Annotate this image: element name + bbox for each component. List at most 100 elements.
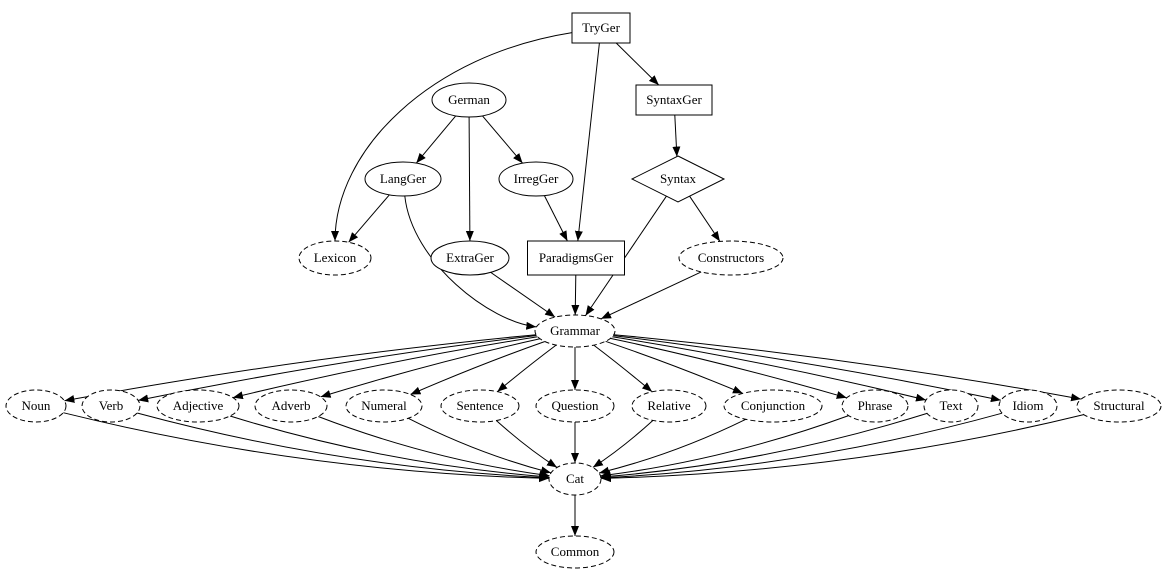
node-label-Idiom: Idiom — [1012, 398, 1043, 413]
node-shape-SyntaxGer — [635, 84, 713, 116]
edge-Constructors-Grammar — [600, 271, 702, 320]
node-label-Question: Question — [552, 398, 599, 413]
node-shape-TryGer — [571, 12, 631, 44]
node-shape-Conjunction — [723, 389, 823, 423]
edge-German-IrregGer — [482, 115, 523, 164]
edge-Grammar-Verb — [138, 335, 537, 403]
node-label-Syntax: Syntax — [660, 171, 697, 186]
node-label-Sentence: Sentence — [457, 398, 504, 413]
node-shape-Constructors — [678, 240, 784, 276]
node-shape-Text — [923, 389, 979, 423]
edge-Grammar-Numeral — [410, 341, 546, 395]
edge-Grammar-Relative — [593, 344, 653, 393]
node-shape-LangGer — [364, 161, 442, 197]
node-shape-Cat — [548, 462, 602, 496]
node-Noun: Noun — [5, 389, 67, 423]
edge-TryGer-ParadigmsGer — [574, 42, 600, 242]
edge-layer — [63, 32, 1084, 536]
edge-Relative-Cat — [592, 420, 654, 468]
node-label-Relative: Relative — [647, 398, 691, 413]
node-shape-Sentence — [440, 389, 520, 423]
node-label-Grammar: Grammar — [550, 323, 600, 338]
edge-Sentence-Cat — [495, 420, 558, 468]
node-label-Conjunction: Conjunction — [741, 398, 806, 413]
edge-Grammar-Adverb — [320, 338, 541, 398]
node-shape-Structural — [1076, 389, 1162, 423]
edge-Syntax-Constructors — [689, 195, 721, 242]
edge-Grammar-Noun — [64, 334, 537, 403]
node-shape-Phrase — [841, 389, 909, 423]
node-SyntaxGer: SyntaxGer — [635, 84, 713, 116]
node-label-Cat: Cat — [566, 471, 584, 486]
node-shape-ParadigmsGer — [527, 240, 625, 276]
edge-SyntaxGer-Syntax — [672, 114, 681, 157]
node-Constructors: Constructors — [678, 240, 784, 276]
node-shape-Idiom — [998, 389, 1058, 423]
node-Cat: Cat — [548, 462, 602, 496]
node-TryGer: TryGer — [571, 12, 631, 44]
node-Idiom: Idiom — [998, 389, 1058, 423]
node-shape-Question — [535, 389, 615, 423]
edge-IrregGer-ParadigmsGer — [543, 195, 568, 242]
edge-Numeral-Cat — [408, 417, 552, 475]
node-Relative: Relative — [631, 389, 707, 423]
node-Adjective: Adjective — [156, 389, 240, 423]
edge-ExtraGer-Grammar — [490, 271, 556, 318]
edge-ParadigmsGer-Grammar — [571, 274, 580, 316]
node-shape-Grammar — [534, 314, 616, 348]
edge-Conjunction-Cat — [598, 418, 747, 475]
edge-Grammar-Text — [612, 336, 927, 402]
edge-Grammar-Conjunction — [605, 340, 744, 394]
edge-Grammar-Structural — [613, 334, 1082, 402]
node-shape-Numeral — [345, 389, 423, 423]
node-label-Verb: Verb — [99, 398, 124, 413]
node-label-Text: Text — [940, 398, 963, 413]
node-German: German — [431, 82, 507, 118]
node-label-ExtraGer: ExtraGer — [446, 250, 494, 265]
node-shape-Relative — [631, 389, 707, 423]
node-Question: Question — [535, 389, 615, 423]
node-shape-Common — [535, 535, 615, 569]
edge-Text-Cat — [600, 412, 928, 481]
edge-Noun-Cat — [63, 412, 550, 483]
edge-Adverb-Cat — [318, 416, 550, 479]
node-label-Numeral: Numeral — [361, 398, 407, 413]
node-ExtraGer: ExtraGer — [430, 240, 510, 276]
node-label-German: German — [448, 92, 490, 107]
edge-Grammar-Sentence — [496, 344, 557, 393]
node-Grammar: Grammar — [534, 314, 616, 348]
node-Adverb: Adverb — [254, 389, 328, 423]
node-ParadigmsGer: ParadigmsGer — [527, 240, 625, 276]
node-Text: Text — [923, 389, 979, 423]
edge-TryGer-Lexicon — [331, 32, 573, 242]
node-label-Adjective: Adjective — [173, 398, 224, 413]
edge-Syntax-Grammar — [585, 195, 667, 316]
node-shape-Noun — [5, 389, 67, 423]
edge-Grammar-Phrase — [610, 337, 847, 399]
node-Lexicon: Lexicon — [298, 240, 372, 276]
edge-Adjective-Cat — [229, 415, 550, 481]
node-label-ParadigmsGer: ParadigmsGer — [539, 250, 614, 265]
node-label-Noun: Noun — [22, 398, 51, 413]
node-label-SyntaxGer: SyntaxGer — [646, 92, 702, 107]
node-shape-Lexicon — [298, 240, 372, 276]
node-Syntax: Syntax — [630, 155, 726, 203]
node-label-TryGer: TryGer — [582, 20, 620, 35]
node-Verb: Verb — [81, 389, 141, 423]
node-shape-IrregGer — [498, 161, 574, 197]
edge-Structural-Cat — [600, 414, 1084, 483]
node-label-Phrase: Phrase — [858, 398, 893, 413]
node-Structural: Structural — [1076, 389, 1162, 423]
node-label-LangGer: LangGer — [380, 171, 427, 186]
node-Sentence: Sentence — [440, 389, 520, 423]
node-Numeral: Numeral — [345, 389, 423, 423]
edge-LangGer-Lexicon — [348, 194, 390, 243]
edge-LangGer-Grammar — [404, 195, 537, 330]
node-LangGer: LangGer — [364, 161, 442, 197]
edge-Grammar-Adjective — [232, 336, 538, 400]
node-IrregGer: IrregGer — [498, 161, 574, 197]
node-label-IrregGer: IrregGer — [514, 171, 559, 186]
